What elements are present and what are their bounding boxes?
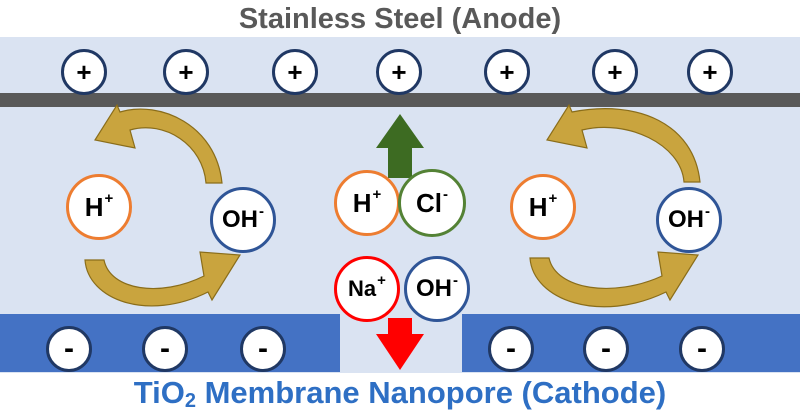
anode-title: Stainless Steel (Anode) xyxy=(238,3,562,35)
ion-charge: - xyxy=(259,202,264,220)
center-cl-ion: Cl- xyxy=(398,169,466,237)
ion-charge: + xyxy=(104,189,114,207)
cathode-title-suffix: Membrane Nanopore (Cathode) xyxy=(196,375,667,410)
cathode-charge: - xyxy=(583,326,629,372)
right-h-ion: H+ xyxy=(510,174,576,240)
anode-charge: + xyxy=(592,49,638,95)
cathode-title-subscript: 2 xyxy=(184,390,196,412)
ion-symbol: OH xyxy=(222,206,258,233)
anode-charge: + xyxy=(376,49,422,95)
anode-charge: + xyxy=(687,49,733,95)
cathode-charge: - xyxy=(240,326,286,372)
ion-symbol: Cl xyxy=(416,187,442,218)
ion-charge: - xyxy=(443,185,448,203)
left-oh-ion: OH- xyxy=(210,187,276,253)
anode-charge: + xyxy=(61,49,107,95)
ion-symbol: OH xyxy=(668,206,704,233)
ion-charge: - xyxy=(453,271,458,289)
center-oh-ion: OH- xyxy=(404,256,470,322)
up-arrow-icon xyxy=(376,114,424,178)
curved-arrow-icon xyxy=(94,103,223,184)
down-arrow-icon xyxy=(376,318,424,370)
cathode-title-prefix: TiO xyxy=(133,375,185,410)
right-oh-ion: OH- xyxy=(656,187,722,253)
anode-charge: + xyxy=(163,49,209,95)
ion-charge: + xyxy=(372,185,382,203)
anode-charge: + xyxy=(484,49,530,95)
ion-charge: + xyxy=(377,271,386,289)
ion-symbol: Na xyxy=(348,276,377,301)
ion-symbol: H xyxy=(528,191,548,222)
anode-plate xyxy=(0,93,800,107)
curved-arrow-icon xyxy=(546,103,701,183)
curved-arrow-icon xyxy=(84,251,242,307)
ion-symbol: H xyxy=(352,187,372,218)
anode-charge: + xyxy=(272,49,318,95)
cathode-charge: - xyxy=(142,326,188,372)
cathode-charge: - xyxy=(679,326,725,372)
center-na-ion: Na+ xyxy=(334,256,400,322)
cathode-charge: - xyxy=(46,326,92,372)
curved-arrow-icon xyxy=(529,251,700,308)
ion-charge: - xyxy=(705,202,710,220)
cathode-title: TiO2 Membrane Nanopore (Cathode) xyxy=(0,375,800,413)
center-h-ion: H+ xyxy=(334,170,400,236)
ion-symbol: H xyxy=(84,191,104,222)
ion-symbol: OH xyxy=(416,275,452,302)
ion-charge: + xyxy=(548,189,558,207)
cathode-charge: - xyxy=(488,326,534,372)
left-h-ion: H+ xyxy=(66,174,132,240)
